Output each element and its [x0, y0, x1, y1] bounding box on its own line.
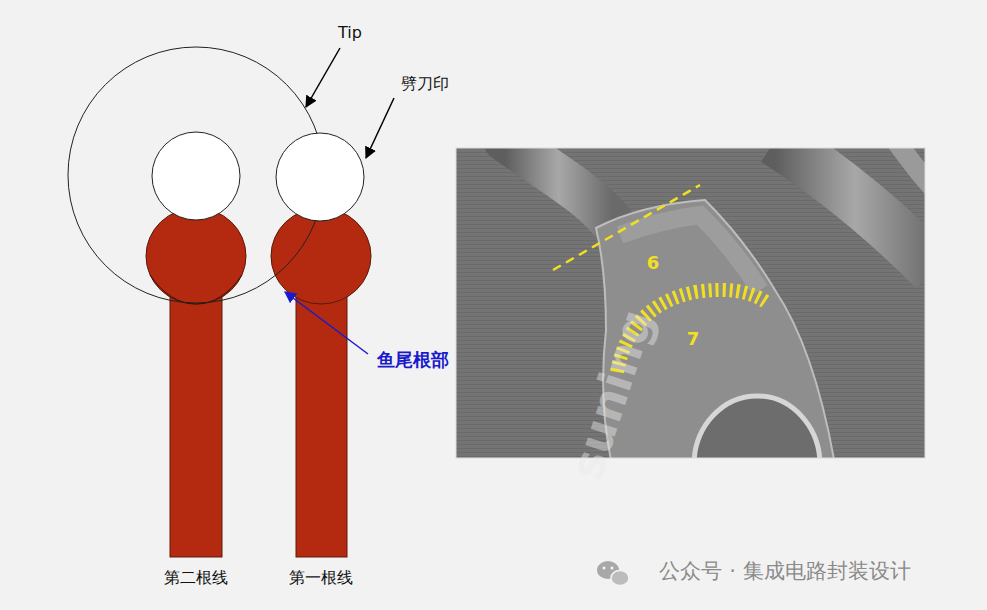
part-label: 劈刀印: [401, 74, 449, 93]
wire-label: 第一根线: [289, 568, 353, 587]
sem-image: [456, 148, 925, 458]
callout-number: 7: [687, 328, 700, 350]
wire-label: 第二根线: [164, 568, 228, 587]
wire-lead: [146, 208, 371, 557]
capillary-hole: [152, 132, 240, 220]
wechat-icon: [597, 561, 629, 586]
cleaver-mark-circle: [276, 133, 364, 221]
leader-line: [366, 98, 394, 158]
callout-label: 鱼尾根部: [377, 349, 449, 371]
leader-line: [306, 48, 340, 107]
callout-number: 6: [647, 252, 660, 274]
part-label: Tip: [338, 23, 362, 42]
leader-line: [285, 292, 368, 354]
watermark: 公众号 · 集成电路封装设计: [659, 559, 910, 584]
